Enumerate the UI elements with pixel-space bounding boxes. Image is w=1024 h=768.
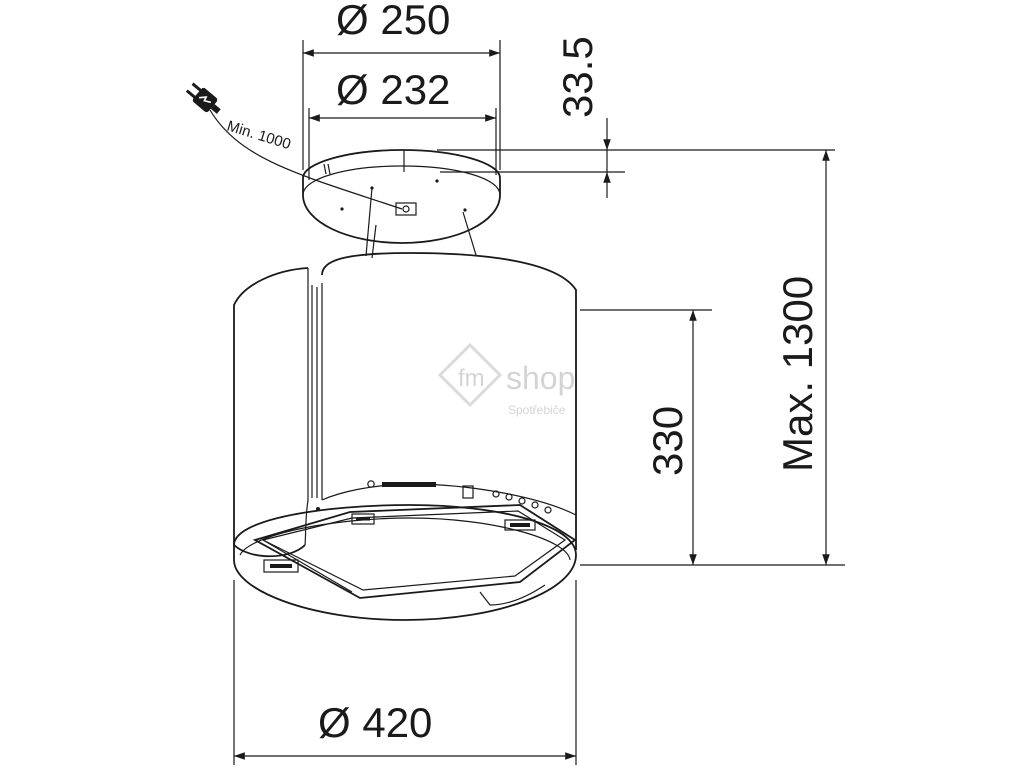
- filter-clip-left: [263, 559, 299, 573]
- plug-icon: [185, 82, 221, 114]
- indicator-light-icon: [367, 480, 375, 488]
- control-button-4: [531, 501, 539, 509]
- label-diameter-232: Ø 232: [336, 66, 450, 113]
- control-button-3: [518, 497, 526, 505]
- watermark-diamond-icon: [437, 342, 503, 408]
- bottom-tray: [233, 504, 577, 621]
- label-diameter-250: Ø 250: [336, 0, 450, 43]
- label-height-33-5: 33.5: [554, 36, 601, 118]
- display-strip: [382, 482, 436, 487]
- watermark-sub: Spotřebiče: [508, 403, 566, 417]
- label-max-1300: Max. 1300: [774, 276, 821, 472]
- filter-clip-right: [504, 519, 536, 531]
- dimension-max-1300: Max. 1300: [774, 150, 830, 565]
- control-button-1: [492, 490, 500, 498]
- control-button-2: [505, 493, 513, 501]
- sensor-window: [462, 485, 474, 499]
- cable-min-label: Min. 1000: [225, 118, 293, 154]
- canopy-connector-icon: [395, 202, 417, 216]
- label-diameter-420: Ø 420: [318, 699, 432, 746]
- dimension-diameter-250: Ø 250: [302, 0, 501, 170]
- dimension-diameter-232: Ø 232: [308, 66, 497, 180]
- dimension-body-330: 330: [580, 309, 845, 566]
- ceiling-canopy: [302, 149, 501, 259]
- watermark-logo: fm: [458, 365, 485, 392]
- filter-clip-top: [351, 513, 375, 525]
- dimension-height-33-5: 33.5: [437, 36, 835, 198]
- control-button-5: [544, 506, 552, 514]
- watermark: fm shop Spotřebiče: [437, 342, 575, 417]
- watermark-name: shop: [506, 360, 575, 396]
- hood-body: [233, 252, 577, 558]
- dimension-diameter-420: Ø 420: [233, 580, 577, 765]
- label-body-330: 330: [644, 406, 691, 476]
